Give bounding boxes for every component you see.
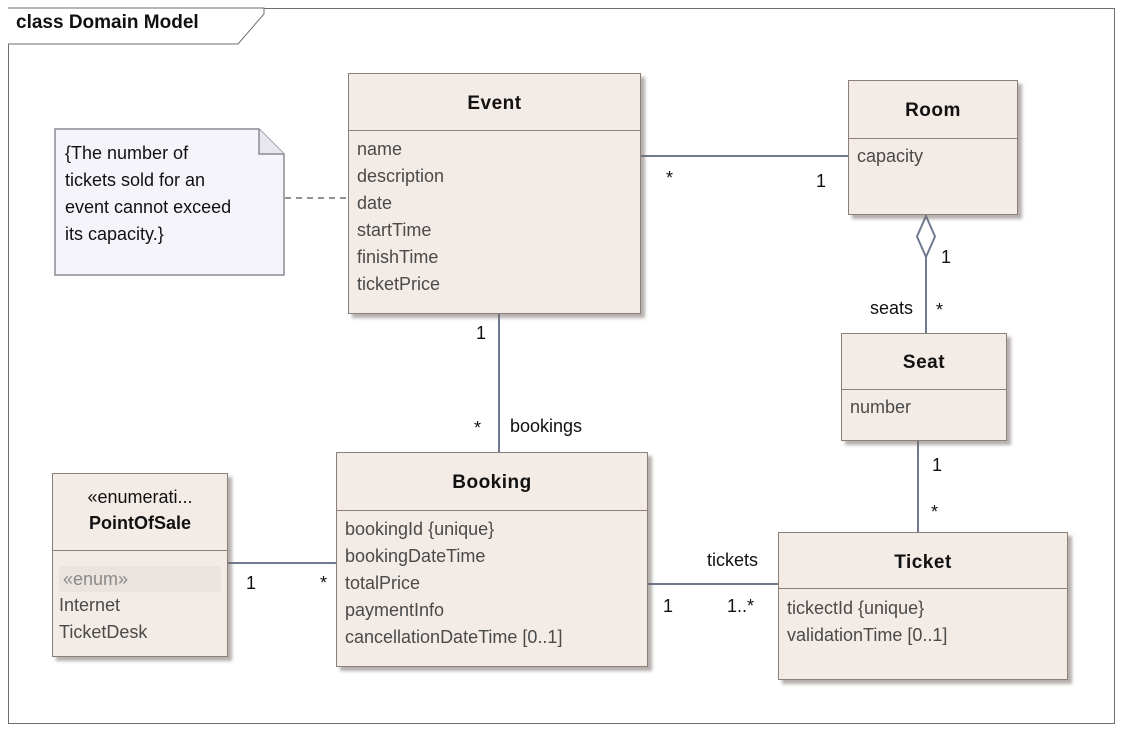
class-name: PointOfSale [88,513,191,533]
enum-literal: Internet [59,595,121,615]
attribute: bookingDateTime [345,546,486,566]
frame-title-tab [8,7,265,45]
class-room[interactable]: Room capacity [848,80,1018,215]
note-line: {The number of [65,143,189,163]
attribute: tickectId {unique} [787,598,925,618]
multiplicity-event-room-event: * [666,168,674,188]
attribute: date [357,193,393,213]
attribute: validationTime [0..1] [787,625,948,645]
attribute: totalPrice [345,573,421,593]
attribute: description [357,166,445,186]
diagram-title: class Domain Model [16,12,199,33]
note-line: event cannot exceed [65,197,232,217]
multiplicity-room-seat-room: 1 [941,247,952,267]
multiplicity-event-booking-booking: * [474,418,482,438]
attribute-compartment: capacity [849,138,1017,170]
class-name: Ticket [894,552,952,573]
attribute-compartment: bookingId {unique} bookingDateTime total… [337,510,647,651]
multiplicity-booking-ticket-booking: 1 [663,596,674,616]
attribute: name [357,139,403,159]
attribute: cancellationDateTime [0..1] [345,627,563,647]
role-seats: seats [870,298,914,318]
class-event[interactable]: Event name description date startTime fi… [348,73,641,314]
role-tickets: tickets [707,550,759,570]
multiplicity-event-booking-event: 1 [476,323,487,343]
enum-section-header: «enum» [59,566,221,592]
note-line: tickets sold for an [65,170,206,190]
multiplicity-seat-ticket-seat: 1 [932,455,943,475]
attribute: number [850,397,912,417]
attribute-compartment: number [842,389,1006,421]
note-line: its capacity.} [65,224,164,244]
multiplicity-room-seat-seat: * [936,300,944,320]
class-name: Seat [902,352,946,373]
enum-header: «enumerati... PointOfSale [53,474,227,550]
diagram-frame [8,8,1115,724]
multiplicity-booking-ticket-ticket: 1..* [727,596,755,616]
role-bookings: bookings [510,416,583,436]
stereotype-label: «enumerati... [87,487,193,507]
enum-literal: TicketDesk [59,622,148,642]
attribute: startTime [357,220,432,240]
class-name: Room [905,100,961,121]
attribute: paymentInfo [345,600,445,620]
enum-pointofsale[interactable]: «enumerati... PointOfSale «enum» Interne… [52,473,228,657]
constraint-note: {The number of tickets sold for an event… [65,140,275,248]
attribute: bookingId {unique} [345,519,495,539]
class-booking[interactable]: Booking bookingId {unique} bookingDateTi… [336,452,648,667]
literal-compartment: «enum» Internet TicketDesk [53,550,227,646]
class-ticket[interactable]: Ticket tickectId {unique} validationTime… [778,532,1068,680]
attribute-compartment: name description date startTime finishTi… [349,130,640,298]
note-fold [258,129,284,155]
class-name: Booking [452,472,532,493]
multiplicity-pos-booking-pos: 1 [246,573,257,593]
attribute: ticketPrice [357,274,441,294]
class-name: Event [467,93,522,114]
attribute-compartment: tickectId {unique} validationTime [0..1] [779,588,1067,649]
attribute: finishTime [357,247,439,267]
aggregation-diamond-icon [915,213,937,260]
multiplicity-pos-booking-booking: * [320,573,328,593]
attribute: capacity [857,146,924,166]
note-shape [54,128,285,276]
multiplicity-seat-ticket-ticket: * [931,502,939,522]
multiplicity-event-room-room: 1 [816,171,827,191]
class-seat[interactable]: Seat number [841,333,1007,441]
